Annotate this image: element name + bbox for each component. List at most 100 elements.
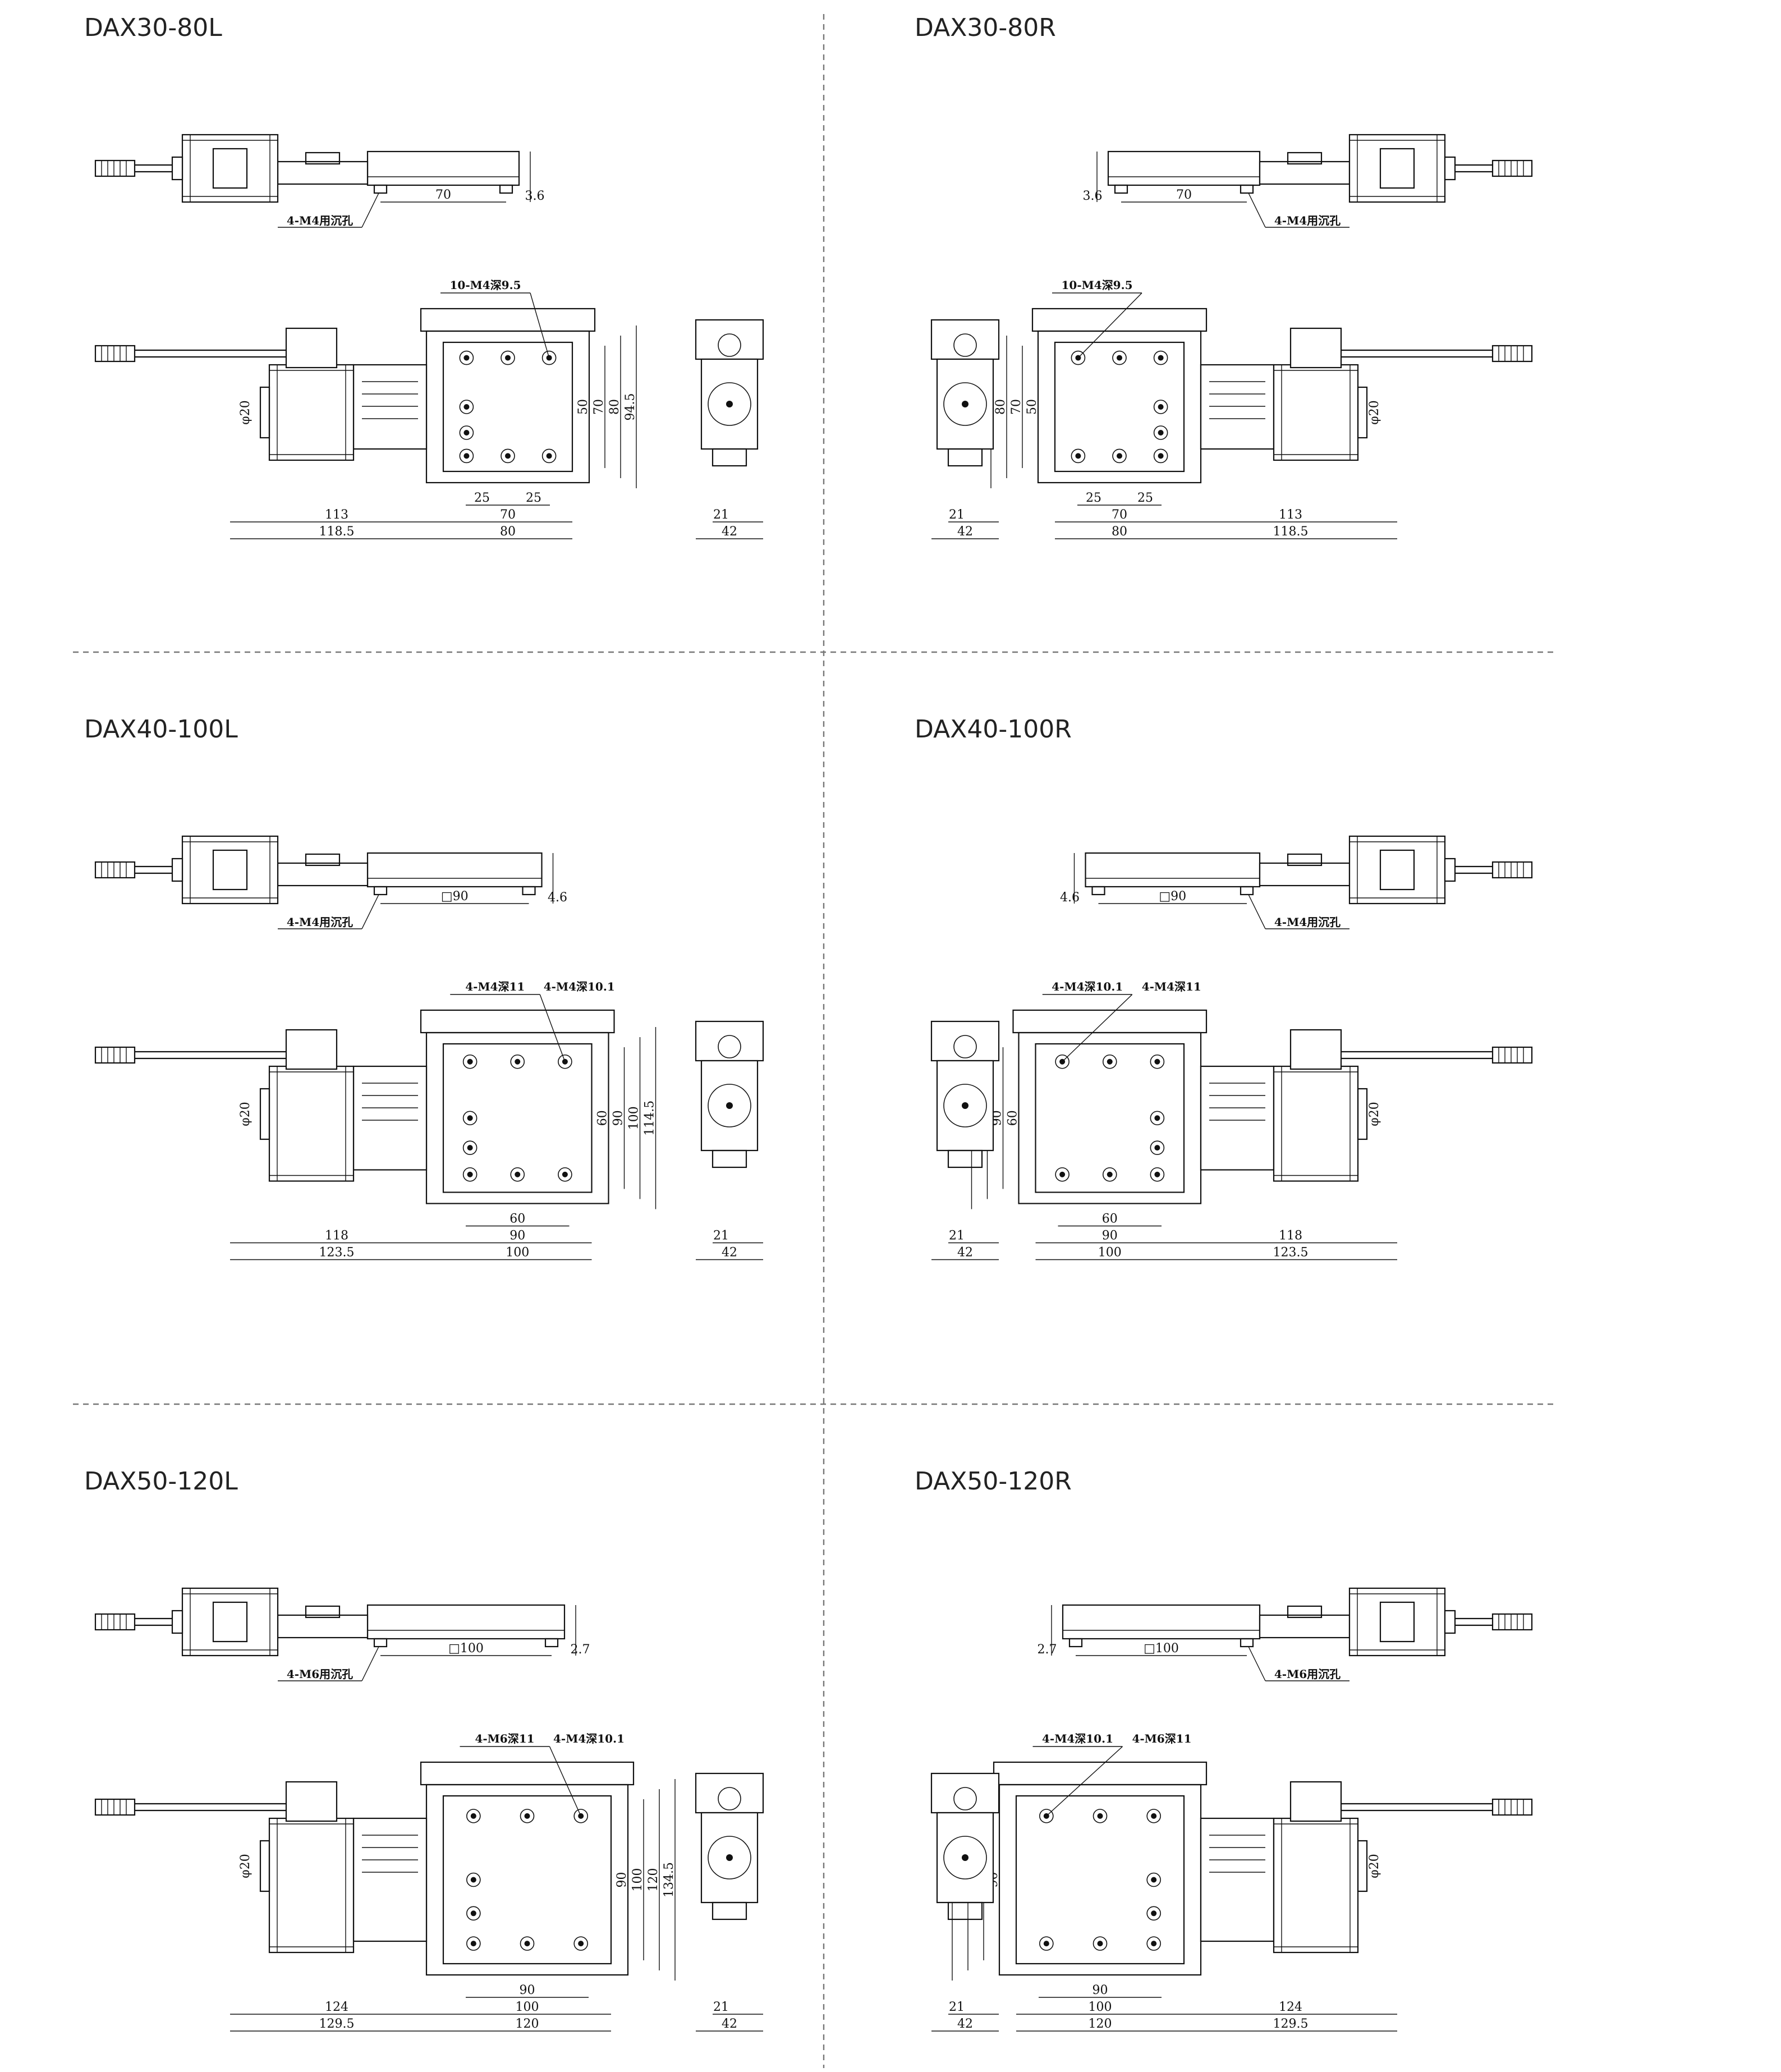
top-view: 703.64-M4用沉孔 [1083,134,1533,228]
bottom-dim: 100 [516,2000,539,2014]
end-shaft [962,1102,968,1109]
pitch-dim: □100 [1144,1642,1179,1656]
base-top-rail [1012,1009,1208,1034]
bottom-dim: 90 [1102,1229,1118,1243]
end-shaft [962,1854,968,1861]
thread-note: 4-M6深11 [475,1732,534,1745]
height-dim: 4.6 [1060,891,1080,905]
leader [1062,994,1133,1062]
bottom-dim: 129.5 [1273,2017,1309,2031]
encoder-box [285,1029,338,1070]
motor-body [181,134,279,203]
hole-center [470,1877,476,1883]
carriage [1062,1604,1261,1640]
motor-body [1273,1065,1359,1182]
leader [1248,192,1266,228]
flange [171,858,183,882]
panel-title: DAX30-80L [84,13,222,42]
height-dim: 2.7 [571,1643,590,1657]
bottom-dim: 118 [1279,1229,1302,1243]
bottom-dim: 113 [1279,508,1302,522]
thread-note-2: 4-M6深11 [1132,1732,1191,1745]
encoder-window [212,849,248,891]
encoder-window [212,148,248,189]
end-dim: 42 [722,2017,737,2031]
motor-body [1348,1587,1446,1657]
hole-center [463,355,470,361]
screw-cap [305,1605,341,1619]
leader [539,994,566,1062]
screw-cap [1287,853,1323,867]
encoder-box [1289,1029,1342,1070]
vertical-dim: 100 [631,1868,645,1892]
flange-dia: φ20 [238,1854,253,1878]
end-dim: 21 [949,2000,965,2014]
end-dim: 42 [957,2017,973,2031]
bottom-dim: 80 [1112,525,1127,539]
end-foot [947,1149,983,1168]
thread-note: 10-M4深9.5 [450,278,521,292]
hole-center [515,1171,521,1177]
hole-center [467,1145,473,1151]
bottom-dim: 70 [500,508,516,522]
end-foot [712,1901,747,1920]
leader [361,1646,379,1681]
flange [259,1840,270,1892]
base-top-rail [993,1761,1208,1786]
gear-housing [352,364,428,450]
vertical-dim: 80 [994,399,1008,415]
hole-center [1151,1877,1157,1883]
panel-title: DAX40-100R [915,715,1072,744]
end-foot [947,1901,983,1920]
flange [259,1088,270,1140]
hole-center [1075,453,1081,459]
gear-housing [277,1614,369,1639]
bottom-dim: 90 [509,1229,525,1243]
counterbore-note: 4-M6用沉孔 [287,1667,353,1681]
bottom-dim: 129.5 [319,2017,355,2031]
bottom-dim: 123.5 [319,1246,355,1260]
bottom-dim: 113 [325,508,348,522]
hole-center [1043,1941,1049,1947]
bottom-dim: 25 [1086,491,1101,505]
leader [361,192,379,228]
carriage [366,852,543,888]
bottom-dim: 25 [526,491,541,505]
leader [1248,1646,1266,1681]
bottom-dim: 80 [500,525,516,539]
pitch-dim: □90 [441,890,469,904]
vertical-dim: 70 [592,399,606,415]
end-knob [953,333,977,357]
hole-center [524,1813,530,1819]
carriage [366,1604,566,1640]
hole-center [546,453,552,459]
end-shaft [726,401,733,407]
end-knob [718,1035,741,1058]
end-knob [718,333,741,357]
gear-housing [1259,161,1351,185]
flange-dia: φ20 [1367,1102,1381,1126]
encoder-box [1289,327,1342,369]
thread-note-2: 4-M4深10.1 [544,980,615,993]
encoder-box [285,1781,338,1822]
hole-center [463,430,470,436]
bottom-dim: 100 [506,1246,529,1260]
end-shaft [726,1102,733,1109]
flange [1444,1610,1456,1634]
motor-body [268,364,355,461]
vertical-dim: 50 [1025,399,1039,415]
gear-housing [1200,364,1275,450]
end-knob [953,1787,977,1810]
vertical-dim: 70 [1009,399,1023,415]
end-dim: 21 [949,1229,965,1243]
foot [544,1638,559,1648]
flange [171,156,183,181]
